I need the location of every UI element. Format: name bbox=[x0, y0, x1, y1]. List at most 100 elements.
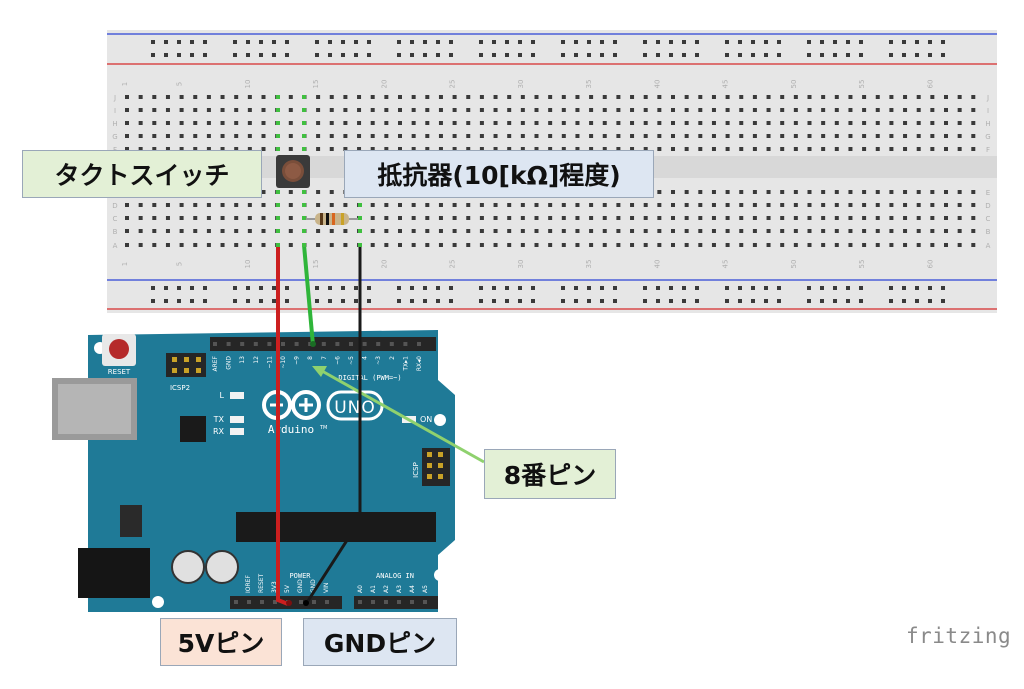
rail-hole bbox=[859, 53, 863, 57]
breadboard-hole bbox=[466, 108, 471, 112]
breadboard-hole bbox=[971, 95, 976, 99]
rail-hole bbox=[669, 299, 673, 303]
breadboard-hole bbox=[971, 121, 976, 125]
row-letter: I bbox=[114, 107, 116, 115]
breadboard-hole bbox=[848, 203, 853, 207]
breadboard-hole bbox=[138, 95, 143, 99]
digital-pin-label: ~5 bbox=[348, 356, 355, 365]
breadboard-hole bbox=[534, 229, 539, 233]
power-pin-label: GND bbox=[297, 579, 304, 593]
breadboard-hole bbox=[589, 95, 594, 99]
rail-hole bbox=[889, 40, 893, 44]
breadboard-hole bbox=[834, 229, 839, 233]
breadboard-hole bbox=[343, 229, 348, 233]
column-number: 30 bbox=[517, 80, 525, 89]
column-number: 50 bbox=[790, 80, 798, 89]
breadboard-hole bbox=[125, 95, 129, 99]
breadboard-hole bbox=[561, 134, 566, 138]
breadboard-hole bbox=[452, 108, 457, 112]
column-number: 60 bbox=[926, 260, 934, 269]
row-letter: C bbox=[113, 215, 118, 223]
breadboard-hole bbox=[807, 243, 812, 247]
rail-hole bbox=[354, 40, 358, 44]
breadboard-hole bbox=[930, 134, 935, 138]
breadboard-hole bbox=[247, 121, 252, 125]
header-pin bbox=[325, 600, 329, 604]
breadboard-hole bbox=[930, 121, 935, 125]
header-pin bbox=[294, 342, 299, 346]
rail-hole bbox=[859, 299, 863, 303]
row-letter: I bbox=[987, 107, 989, 115]
rail-hole bbox=[151, 40, 155, 44]
breadboard-hole bbox=[944, 108, 948, 112]
rail-hole bbox=[833, 286, 837, 290]
breadboard-hole bbox=[643, 147, 648, 151]
icsp-pin bbox=[427, 474, 432, 479]
breadboard-hole bbox=[425, 229, 430, 233]
breadboard-hole bbox=[807, 229, 812, 233]
arduino-brand: Arduino bbox=[268, 423, 314, 436]
breadboard-hole bbox=[766, 147, 771, 151]
breadboard-hole bbox=[657, 243, 662, 247]
breadboard-hole bbox=[889, 108, 894, 112]
column-number: 35 bbox=[585, 260, 593, 269]
rail-hole bbox=[574, 286, 578, 290]
breadboard-hole bbox=[875, 216, 880, 220]
breadboard-hole bbox=[138, 229, 143, 233]
breadboard-hole bbox=[725, 108, 730, 112]
breadboard-hole bbox=[711, 147, 716, 151]
digital-pin-label: ~11 bbox=[266, 356, 273, 369]
rail-hole bbox=[613, 286, 617, 290]
breadboard-hole bbox=[125, 121, 129, 125]
breadboard-hole bbox=[425, 134, 430, 138]
connected-hole bbox=[276, 147, 280, 151]
connected-hole bbox=[358, 243, 362, 247]
connected-hole bbox=[276, 229, 280, 233]
breadboard-hole bbox=[425, 147, 430, 151]
breadboard-hole bbox=[152, 108, 157, 112]
rail-hole bbox=[656, 286, 660, 290]
breadboard-hole bbox=[739, 95, 744, 99]
breadboard-hole bbox=[261, 203, 266, 207]
breadboard-hole bbox=[261, 243, 266, 247]
rail-hole bbox=[682, 286, 686, 290]
breadboard-hole bbox=[671, 134, 675, 138]
pin-gnd-label: GNDピン bbox=[303, 618, 457, 666]
header-pin bbox=[397, 600, 401, 604]
breadboard-hole bbox=[957, 95, 962, 99]
breadboard-hole bbox=[780, 121, 785, 125]
breadboard-hole bbox=[944, 147, 948, 151]
rail-hole bbox=[354, 299, 358, 303]
breadboard-hole bbox=[357, 147, 362, 151]
breadboard-hole bbox=[630, 229, 635, 233]
power-pin-label: 3V3 bbox=[271, 581, 278, 593]
breadboard-hole bbox=[370, 229, 375, 233]
breadboard-hole bbox=[862, 243, 867, 247]
breadboard-hole bbox=[780, 190, 785, 194]
rail-hole bbox=[246, 40, 250, 44]
rail-hole bbox=[643, 286, 647, 290]
icsp2-pin bbox=[172, 368, 177, 373]
breadboard-hole bbox=[425, 203, 430, 207]
breadboard-hole bbox=[534, 243, 539, 247]
breadboard-hole bbox=[452, 203, 457, 207]
header-pin bbox=[410, 600, 414, 604]
header-pin bbox=[349, 342, 353, 346]
breadboard-hole bbox=[930, 190, 935, 194]
breadboard-hole bbox=[848, 108, 853, 112]
breadboard-hole bbox=[452, 95, 457, 99]
connected-hole bbox=[302, 134, 306, 138]
breadboard-hole bbox=[602, 203, 607, 207]
wire-pin8 bbox=[302, 244, 316, 347]
breadboard-hole bbox=[752, 229, 757, 233]
breadboard-hole bbox=[766, 216, 771, 220]
breadboard-hole bbox=[752, 95, 757, 99]
breadboard-hole bbox=[466, 121, 471, 125]
breadboard-hole bbox=[630, 95, 635, 99]
breadboard-hole bbox=[957, 190, 962, 194]
column-number: 5 bbox=[176, 82, 184, 86]
breadboard-hole bbox=[752, 147, 757, 151]
breadboard-hole bbox=[398, 108, 402, 112]
breadboard-hole bbox=[452, 147, 457, 151]
breadboard-hole bbox=[630, 203, 635, 207]
